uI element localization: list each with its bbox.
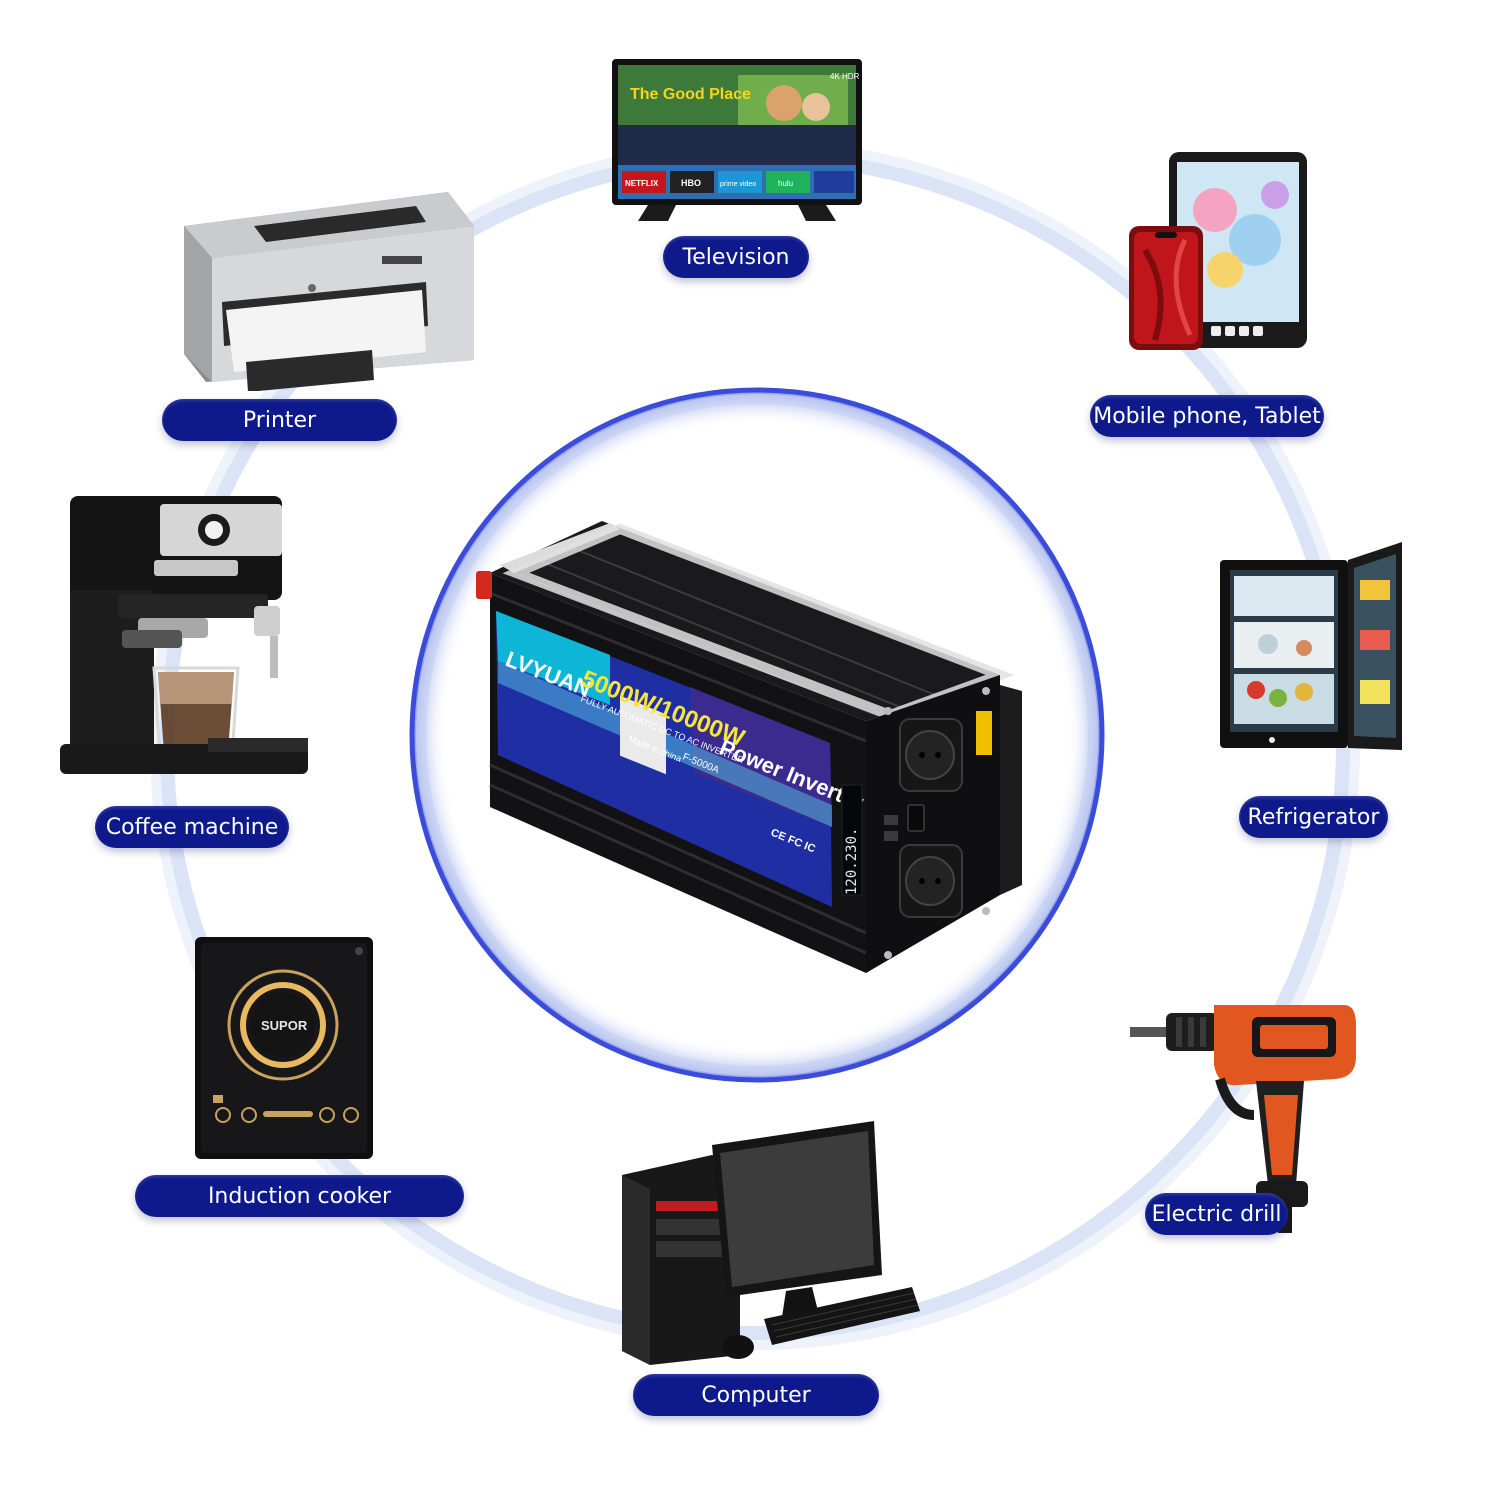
inverter-display: 120.230.	[844, 828, 860, 895]
refrigerator-icon	[1220, 542, 1402, 750]
printer-icon	[184, 192, 474, 391]
induction-cooker-icon: SUPOR	[195, 937, 373, 1159]
coffee-machine-label: Coffee machine	[95, 806, 289, 848]
television-icon: The Good Place 4K HDR NETFLIX HBO prime …	[612, 59, 862, 221]
tv-badge: 4K HDR	[830, 72, 860, 81]
tv-app-netflix: NETFLIX	[625, 179, 659, 188]
coffee-machine-icon	[60, 496, 308, 774]
power-inverter: LVYUAN 5000W/10000W FULLY AUTOMATIC DC T…	[476, 521, 1022, 973]
phone-tablet-icon	[1129, 152, 1307, 350]
television-label: Television	[663, 236, 809, 278]
induction-cooker-label: Induction cooker	[135, 1175, 464, 1217]
tv-app-hulu: hulu	[778, 179, 793, 188]
computer-label: Computer	[633, 1374, 879, 1416]
refrigerator-label: Refrigerator	[1239, 796, 1388, 838]
tv-app-prime: prime video	[720, 181, 756, 188]
cooker-brand: SUPOR	[261, 1018, 308, 1033]
electric-drill-label: Electric drill	[1145, 1193, 1288, 1235]
tv-app-hbo: HBO	[681, 178, 701, 188]
drill-icon	[1130, 1005, 1356, 1233]
mobile-tablet-label: Mobile phone, Tablet	[1090, 395, 1324, 437]
computer-icon	[622, 1121, 920, 1365]
tv-show-title: The Good Place	[630, 86, 751, 103]
printer-label: Printer	[162, 399, 397, 441]
